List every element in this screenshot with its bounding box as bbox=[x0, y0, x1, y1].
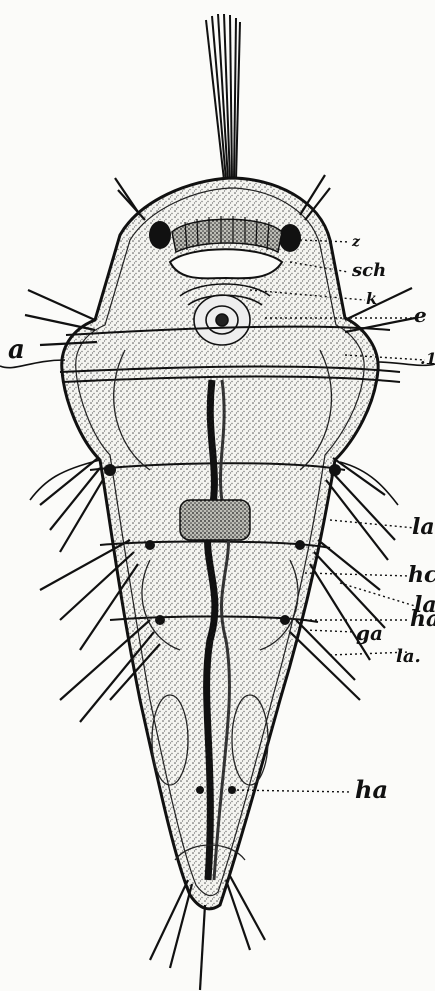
right-eyespot bbox=[279, 224, 301, 252]
label-sch: sch bbox=[351, 260, 386, 281]
label-la-1: la bbox=[412, 514, 435, 540]
label-ga: ga bbox=[356, 621, 383, 645]
label-z: z bbox=[351, 234, 361, 250]
brain-cavity bbox=[170, 249, 282, 278]
apical-tuft bbox=[206, 14, 240, 180]
label-hc: hc bbox=[408, 562, 435, 588]
label-la-3: la. bbox=[396, 646, 421, 667]
label-ha-1: ha bbox=[410, 606, 435, 632]
label-a: a bbox=[8, 335, 25, 365]
left-eyespot bbox=[149, 221, 171, 249]
label-e: e bbox=[414, 303, 427, 327]
label-k: k bbox=[366, 289, 377, 308]
label-ha-2: ha bbox=[355, 775, 388, 804]
label-l-cut: .1 bbox=[420, 349, 435, 368]
central-mass bbox=[180, 500, 250, 540]
